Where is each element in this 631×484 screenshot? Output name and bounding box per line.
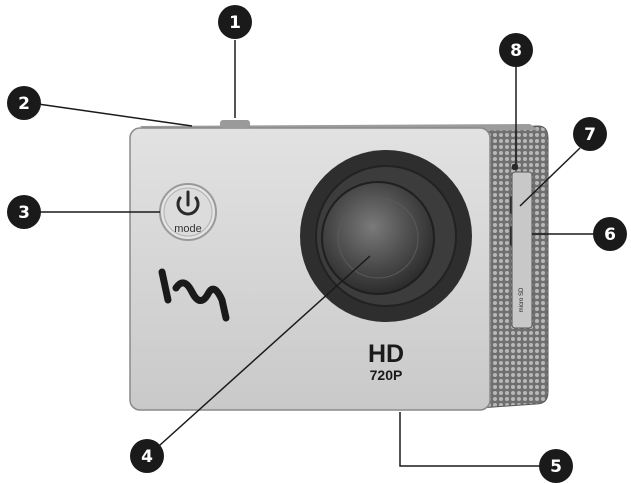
brand-logo [158,268,230,322]
leader-7 [519,147,581,207]
callout-1: 1 [218,5,252,39]
hd-label: HD [368,340,404,368]
svg-text:5: 5 [550,457,562,477]
mode-label: mode [174,223,202,235]
callout-2: 2 [7,86,41,120]
lens [300,150,472,322]
leader-lines [37,40,598,467]
micro-sd-slot [511,171,533,329]
top-shutter-button [220,120,250,128]
callout-5: 5 [539,449,573,483]
svg-text:2: 2 [18,94,30,114]
svg-text:7: 7 [584,125,596,145]
power-mode-button: mode [159,183,217,241]
callout-7: 7 [573,117,607,151]
power-icon [176,196,200,216]
svg-text:1: 1 [229,13,241,33]
micro-sd-label: micro SD [519,287,525,312]
svg-text:4: 4 [141,447,153,467]
leader-4 [149,255,371,455]
side-indicator-light [512,164,518,170]
callout-6: 6 [593,217,627,251]
callout-3: 3 [7,195,41,229]
svg-text:8: 8 [510,41,522,61]
callout-4: 4 [130,439,164,473]
svg-text:6: 6 [604,225,616,245]
svg-text:3: 3 [18,203,30,223]
leader-5 [399,412,540,467]
callout-8: 8 [499,33,533,67]
leader-2 [37,103,193,127]
resolution-label: 720P [370,367,403,383]
